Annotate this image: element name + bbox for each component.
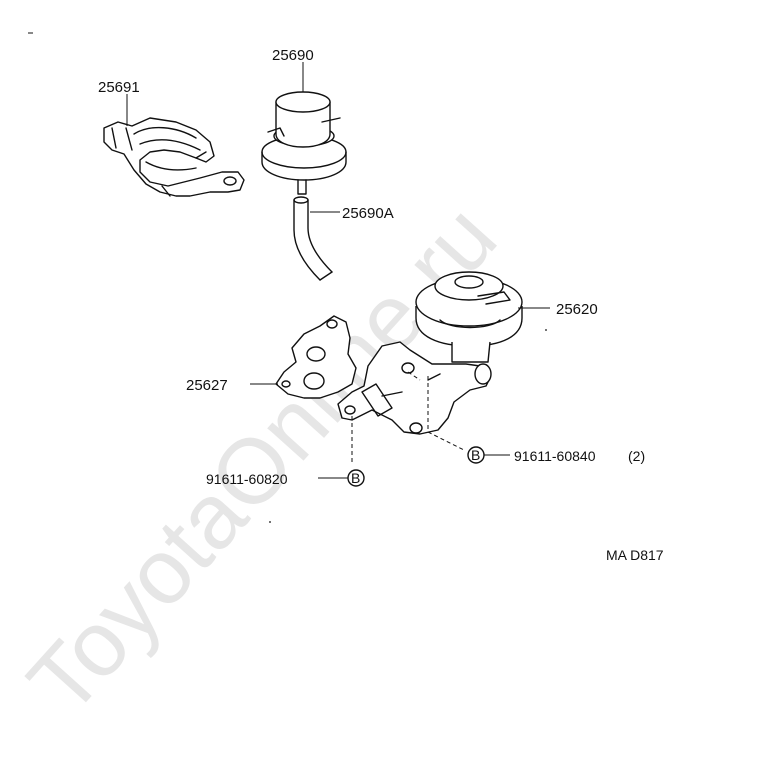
bolt-short-marker-letter: B xyxy=(351,470,360,486)
stray-dot xyxy=(269,521,271,523)
bolt-long-dashed-line xyxy=(427,376,465,451)
stray-dot xyxy=(545,329,547,331)
part-label-bolt-long: 91611-60840 xyxy=(514,448,596,464)
clamp-bracket-drawing xyxy=(103,117,245,197)
gasket-drawing xyxy=(275,315,357,399)
bolt-long-quantity: (2) xyxy=(628,448,645,464)
part-label-bolt-short: 91611-60820 xyxy=(206,471,288,487)
part-label-gasket: 25627 xyxy=(186,377,228,394)
hose-drawing xyxy=(293,196,333,281)
part-label-vacuum-modulator: 25690 xyxy=(272,47,314,64)
egr-valve-drawing xyxy=(337,271,523,435)
part-label-clamp-bracket: 25691 xyxy=(98,79,140,96)
watermark-text: ToyotaOnline.ru xyxy=(9,186,516,733)
vacuum-modulator-drawing xyxy=(261,91,347,195)
diagram-code: MA D817 xyxy=(606,547,664,563)
part-label-egr-valve: 25620 xyxy=(556,301,598,318)
bolt-long-dashed-line-2 xyxy=(407,371,421,381)
bolt-long-marker-letter: B xyxy=(471,447,480,463)
part-label-hose: 25690A xyxy=(342,205,394,222)
